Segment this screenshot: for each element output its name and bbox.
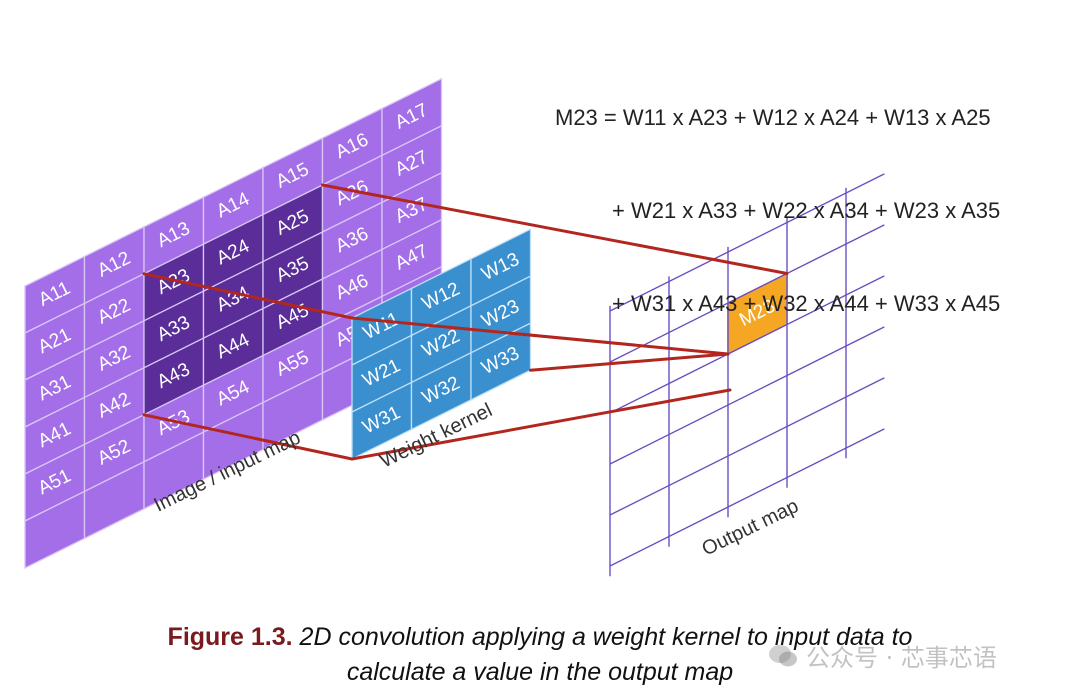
input-cell-a22: A22	[83, 272, 145, 352]
watermark: 公众号 · 芯事芯语	[768, 638, 997, 673]
caption-line-1: Figure 1.3. 2D convolution applying a we…	[0, 620, 1080, 655]
kernel-cell-w23: W23	[470, 275, 532, 354]
output-map: M23	[609, 173, 885, 577]
kernel-cell-w32: W32	[410, 351, 472, 431]
input-map: A11A12A13A14A15A16A17A21A22A23A24A25A26A…	[24, 77, 443, 570]
output-map-label: Output map	[699, 495, 803, 561]
input-cell-a42: A42	[83, 366, 145, 446]
equation-line-1: M23 = W11 x A23 + W12 x A24 + W13 x A25	[555, 105, 991, 130]
connector-line	[350, 316, 730, 356]
caption-text-2: calculate a value in the output map	[346, 658, 734, 686]
input-cell-a27: A27	[381, 124, 443, 204]
input-cell-a33: A33	[143, 290, 205, 369]
input-cell-a15: A15	[262, 136, 324, 216]
input-cell-a17: A17	[381, 77, 443, 157]
equation: M23 = W11 x A23 + W12 x A24 + W13 x A25 …	[555, 40, 1000, 350]
figure-caption: Figure 1.3. 2D convolution applying a we…	[0, 620, 1080, 690]
input-cell-a47: A47	[381, 218, 443, 298]
output-cell-m23: M23	[727, 272, 788, 356]
input-cell-a12: A12	[83, 225, 145, 305]
output-grid-line	[609, 428, 885, 567]
kernel-cell-w22: W22	[410, 304, 472, 384]
input-cell-a44: A44	[202, 307, 264, 387]
input-cell-a21: A21	[24, 302, 86, 382]
watermark-text: 公众号 · 芯事芯语	[806, 644, 997, 672]
input-cell-a36: A36	[321, 201, 383, 281]
connector-line	[529, 352, 730, 372]
input-cell-a35: A35	[262, 230, 324, 310]
kernel-cell-w13: W13	[470, 228, 532, 307]
wechat-icon	[769, 644, 797, 666]
input-cell-a24: A24	[202, 213, 264, 293]
kernel-cell-w21: W21	[351, 334, 413, 414]
connector-lines-back	[142, 272, 354, 461]
input-cell-a32: A32	[83, 319, 145, 399]
equation-line-2: + W21 x A33 + W22 x A34 + W23 x A35	[612, 198, 1001, 223]
output-grid-line	[609, 326, 885, 465]
input-cell-a43: A43	[143, 337, 205, 416]
connector-line	[142, 413, 354, 461]
connector-lines-front	[321, 183, 789, 461]
input-cell-a16: A16	[321, 107, 383, 187]
input-cell-a11: A11	[24, 255, 86, 335]
connector-line	[350, 388, 732, 461]
caption-text-1: 2D convolution applying a weight kernel …	[299, 623, 913, 651]
input-cell-a13: A13	[143, 196, 205, 275]
output-grid-line	[609, 377, 885, 516]
input-cell-a51: A51	[24, 443, 86, 523]
input-cell-a25: A25	[262, 183, 324, 263]
kernel-cell-w31: W31	[351, 381, 413, 461]
input-cell-a52: A52	[83, 413, 145, 493]
connector-line	[142, 272, 354, 320]
caption-label: Figure 1.3.	[167, 623, 293, 651]
connector-line	[321, 183, 789, 275]
input-cell-a31: A31	[24, 349, 86, 429]
output-grid-line	[609, 173, 885, 312]
equation-line-3: + W31 x A43 + W32 x A44 + W33 x A45	[612, 291, 1001, 316]
